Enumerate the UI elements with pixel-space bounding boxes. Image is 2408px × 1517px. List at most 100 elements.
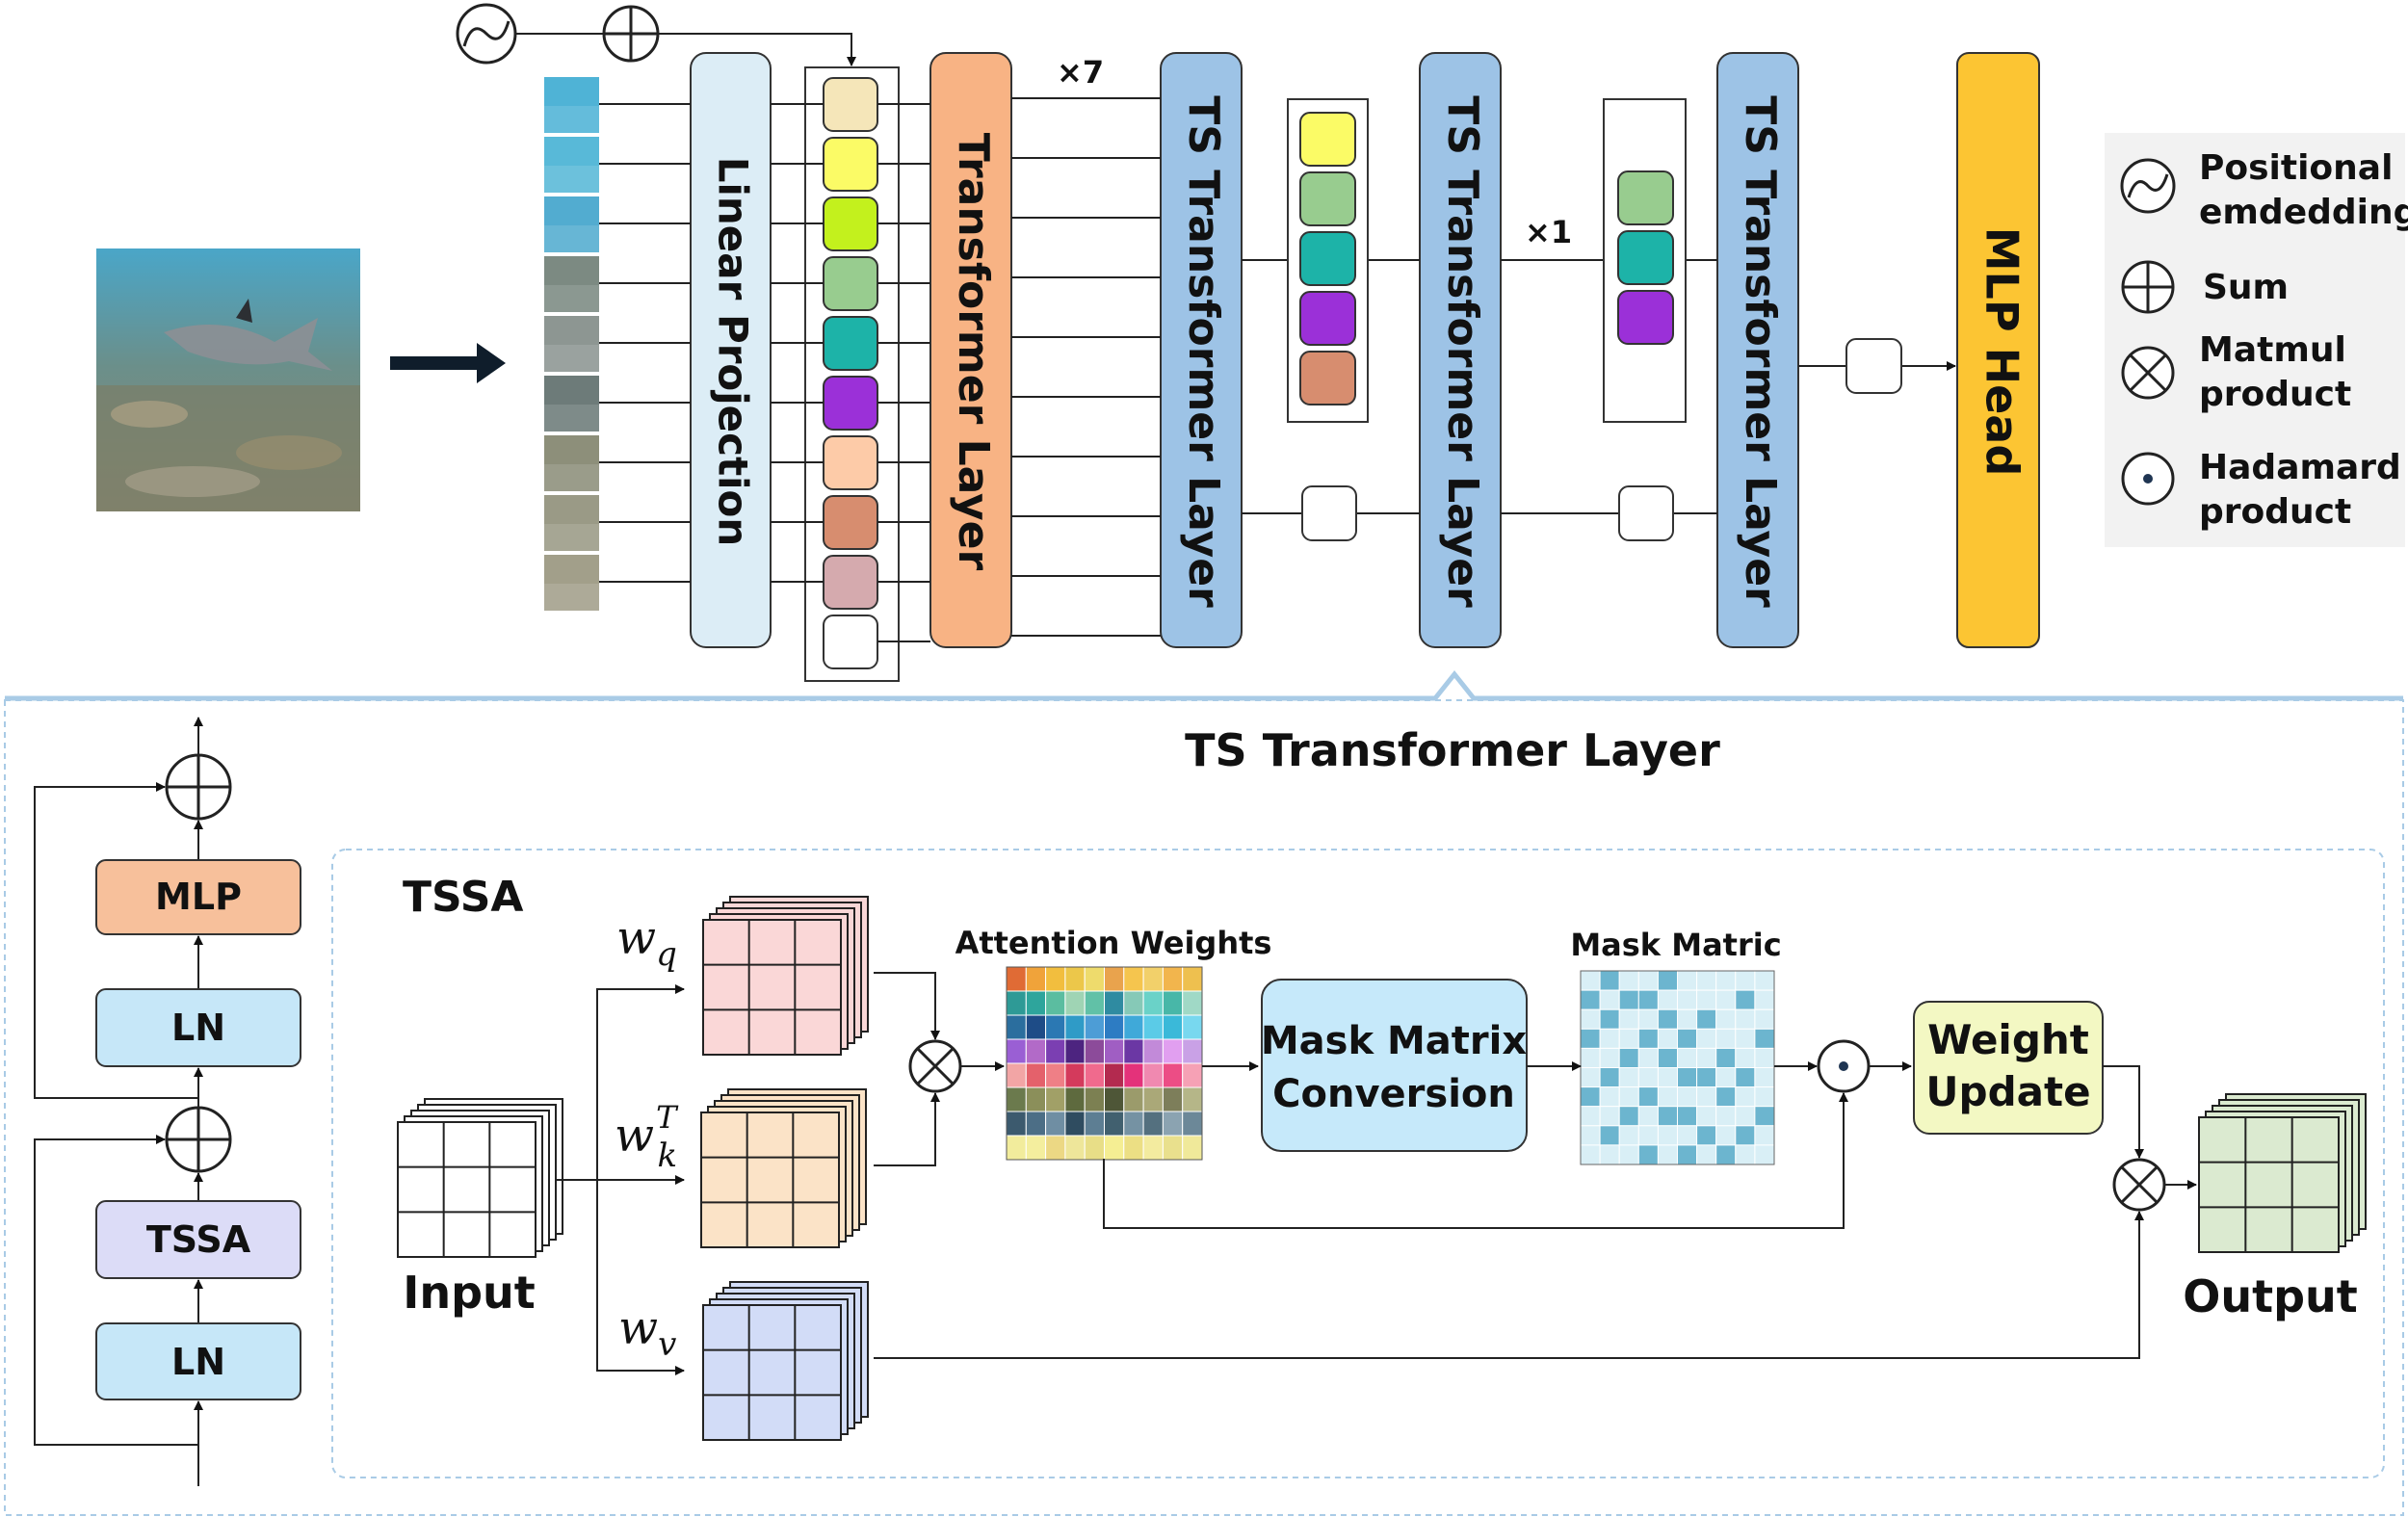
attention-cell [1006,1014,1027,1040]
mask-cell [1715,1067,1737,1088]
mask-cell [1754,970,1775,991]
attention-cell [1006,1062,1027,1088]
attention-cell [1045,1086,1066,1112]
attention-cell [1104,966,1125,992]
attention-cell [1104,990,1125,1016]
attention-cell [1084,966,1105,992]
mask-cell [1696,1028,1717,1049]
token-square [823,316,878,371]
mask-cell [1696,1067,1717,1088]
mask-cell [1677,1106,1698,1127]
attention-cell [1025,1062,1047,1088]
mask-cell [1754,1086,1775,1108]
mask-cell [1618,1067,1639,1088]
mask-cell [1735,1144,1756,1165]
mask-cell [1735,1047,1756,1069]
mask-cell [1696,1047,1717,1069]
attention-cell [1162,966,1184,992]
mask-cell [1599,1028,1620,1049]
mask-cell [1696,1086,1717,1108]
attention-cell [1006,1111,1027,1137]
mask-cell [1618,1047,1639,1069]
ts-transformer-block-1 [1160,52,1243,648]
legend-hadamard-line2: product [2199,492,2351,532]
weight-update-box [1913,1001,2104,1135]
ln-bottom-label: LN [171,1341,225,1383]
mask-cell [1677,1125,1698,1146]
attention-cell [1142,1135,1164,1161]
mask-cell [1637,1067,1659,1088]
mask-cell [1696,1008,1717,1030]
token-square [823,196,878,251]
mask-cell [1657,1067,1679,1088]
mask-cell [1715,970,1737,991]
mask-cell [1657,1028,1679,1049]
attention-cell [1123,1038,1144,1064]
matmul-icon-2 [2112,1158,2166,1212]
mask-conversion-line2: Conversion [1272,1072,1515,1116]
mask-cell [1637,1125,1659,1146]
attention-cell [1182,1014,1203,1040]
patch-thumbnail [544,256,599,312]
wv-label: wv [618,1301,676,1364]
attention-cell [1064,1062,1086,1088]
token-square [1299,231,1356,286]
attention-cell [1064,1086,1086,1112]
mask-cell [1637,1008,1659,1030]
patch-thumbnail [544,196,599,252]
attention-cell [1162,1086,1184,1112]
mask-cell [1637,989,1659,1010]
legend-sum-label: Sum [2203,268,2289,307]
transformer-layer-block [929,52,1012,648]
token-subset-frame-2 [1603,98,1687,423]
mask-cell [1580,1106,1601,1127]
positional-icon [456,3,517,65]
attention-cell [1104,1062,1125,1088]
mask-cell [1618,1106,1639,1127]
token-column [823,77,878,669]
mask-cell [1618,1086,1639,1108]
attention-cell [1064,1038,1086,1064]
input-image [96,248,360,511]
mask-cell [1657,1008,1679,1030]
mask-cell [1754,1028,1775,1049]
attention-cell [1045,1014,1066,1040]
attention-cell [1064,1135,1086,1161]
token-square [1617,290,1674,345]
mask-cell [1618,1125,1639,1146]
attention-cell [1025,1086,1047,1112]
mask-cell [1657,1106,1679,1127]
attention-cell [1182,1062,1203,1088]
mask-cell [1657,989,1679,1010]
attention-cell [1006,1086,1027,1112]
token-square [823,376,878,431]
attention-cell [1045,1038,1066,1064]
mask-cell [1580,1125,1601,1146]
attention-weights-label: Attention Weights [955,925,1272,961]
mask-cell [1715,1047,1737,1069]
attention-cell [1142,966,1164,992]
ts-transformer-label-1: TS Transformer Layer [1179,95,1228,608]
mask-cell [1677,1047,1698,1069]
mask-cell [1677,1028,1698,1049]
mask-cell [1580,1047,1601,1069]
attention-cell [1025,1038,1047,1064]
attention-cell [1162,1111,1184,1137]
attention-cell [1142,1038,1164,1064]
mask-cell [1599,1047,1620,1069]
class-token-box-3 [1845,338,1902,394]
attention-cell [1006,966,1027,992]
patch-thumbnail [544,137,599,193]
mask-cell [1580,1008,1601,1030]
mask-cell [1754,1008,1775,1030]
legend-matmul-line1: Matmul [2199,330,2346,370]
attention-cell [1084,1038,1105,1064]
mask-cell [1618,970,1639,991]
attention-cell [1182,1038,1203,1064]
attention-cell [1045,966,1066,992]
attention-cell [1142,1111,1164,1137]
attention-cell [1025,966,1047,992]
ts-transformer-block-2 [1419,52,1502,648]
mask-cell [1599,1008,1620,1030]
mask-cell [1599,1144,1620,1165]
